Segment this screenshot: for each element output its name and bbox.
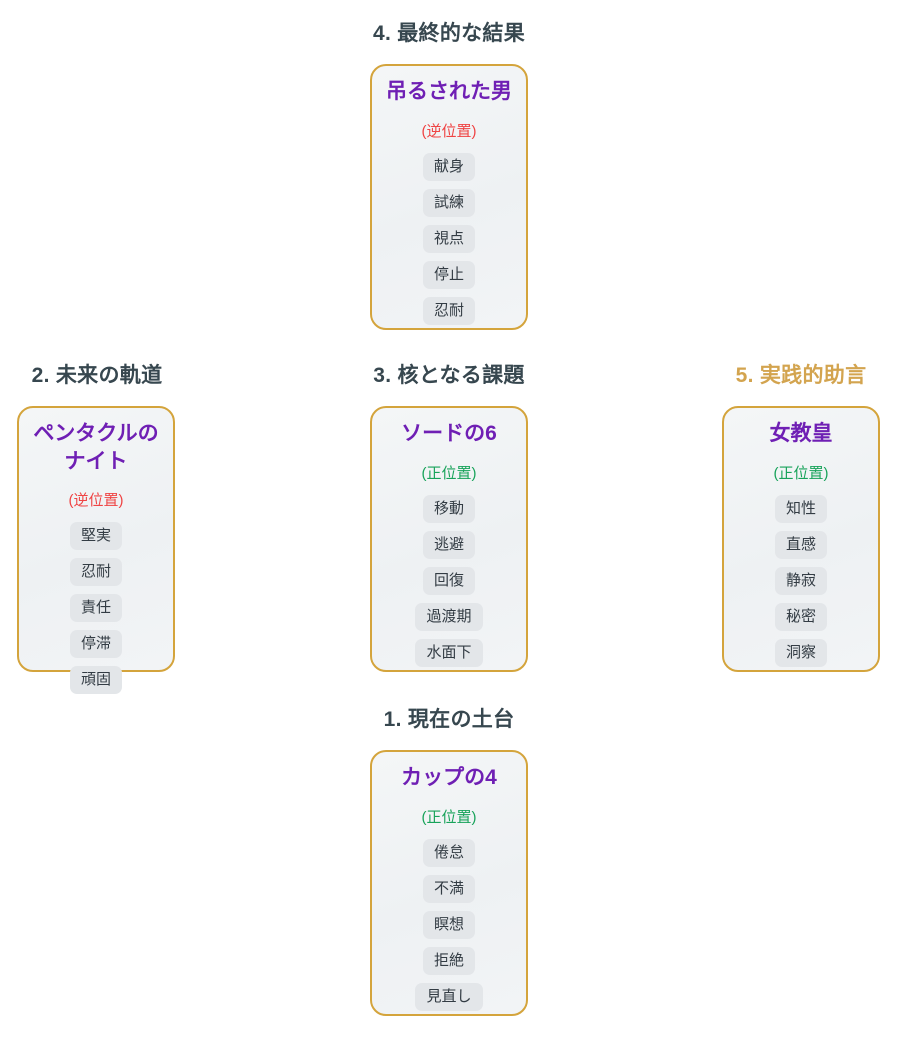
card-keyword-list-foundation: 倦怠不満瞑想拒絶見直し (415, 838, 483, 1011)
card-title-challenge: ソードの6 (401, 422, 497, 445)
card-orientation-challenge: (正位置) (421, 464, 477, 482)
tarot-card-content-foundation: カップの4 (正位置) 倦怠不満瞑想拒絶見直し (370, 764, 528, 1011)
keyword-chip: 過渡期 (415, 602, 483, 631)
card-keyword-list-challenge: 移動逃避回復過渡期水面下 (415, 494, 483, 667)
keyword-chip: 秘密 (774, 602, 827, 631)
tarot-card-content-future: ペンタクルのナイト (逆位置) 堅実忍耐責任停滞頑固 (17, 420, 175, 695)
tarot-card-content-challenge: ソードの6 (正位置) 移動逃避回復過渡期水面下 (370, 420, 528, 667)
tarot-card-content-advice: 女教皇 (正位置) 知性直感静寂秘密洞察 (722, 420, 880, 667)
keyword-chip: 直感 (774, 530, 827, 559)
keyword-chip: 堅実 (69, 522, 122, 551)
tarot-card-content-outcome: 吊るされた男 (逆位置) 献身試練視点停止忍耐 (370, 78, 528, 325)
position-label-challenge: 3. 核となる課題 (373, 364, 525, 387)
keyword-chip: 瞑想 (422, 910, 475, 939)
position-label-foundation: 1. 現在の土台 (383, 708, 515, 731)
keyword-chip: 献身 (422, 152, 475, 181)
keyword-chip: 視点 (422, 224, 475, 253)
card-keyword-list-future: 堅実忍耐責任停滞頑固 (69, 522, 122, 695)
keyword-chip: 回復 (422, 566, 475, 595)
keyword-chip: 停止 (422, 260, 475, 289)
position-label-future: 2. 未来の軌道 (31, 364, 163, 387)
keyword-chip: 静寂 (774, 566, 827, 595)
keyword-chip: 水面下 (415, 638, 483, 667)
keyword-chip: 責任 (69, 594, 122, 623)
keyword-chip: 知性 (774, 494, 827, 523)
keyword-chip: 試練 (422, 188, 475, 217)
card-orientation-advice: (正位置) (773, 464, 829, 482)
position-label-outcome: 4. 最終的な結果 (372, 22, 526, 45)
keyword-chip: 見直し (415, 982, 483, 1011)
keyword-chip: 不満 (422, 874, 475, 903)
keyword-chip: 頑固 (69, 666, 122, 695)
keyword-chip: 倦怠 (422, 838, 475, 867)
card-title-foundation: カップの4 (401, 766, 497, 789)
card-title-outcome: 吊るされた男 (386, 80, 512, 103)
position-label-advice: 5. 実践的助言 (735, 364, 867, 387)
keyword-chip: 逃避 (422, 530, 475, 559)
card-keyword-list-advice: 知性直感静寂秘密洞察 (774, 494, 827, 667)
keyword-chip: 洞察 (774, 638, 827, 667)
keyword-chip: 拒絶 (422, 946, 475, 975)
card-orientation-future: (逆位置) (68, 492, 124, 510)
keyword-chip: 停滞 (69, 630, 122, 659)
card-orientation-foundation: (正位置) (421, 808, 477, 826)
keyword-chip: 移動 (422, 494, 475, 523)
card-keyword-list-outcome: 献身試練視点停止忍耐 (422, 152, 475, 325)
keyword-chip: 忍耐 (422, 296, 475, 325)
card-orientation-outcome: (逆位置) (421, 122, 477, 140)
card-title-advice: 女教皇 (769, 422, 833, 445)
keyword-chip: 忍耐 (69, 558, 122, 587)
card-title-future: ペンタクルのナイト (33, 422, 159, 473)
